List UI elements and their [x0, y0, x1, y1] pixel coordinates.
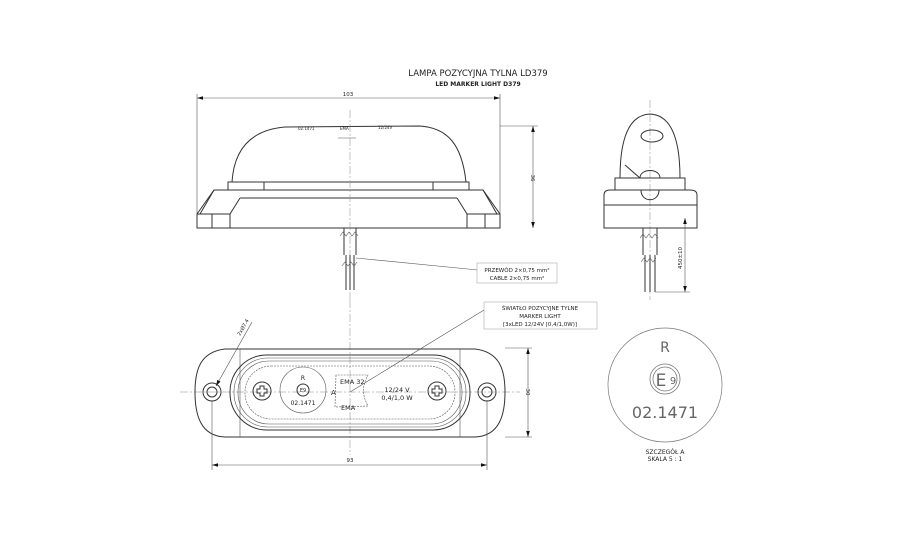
lamp-base: [196, 189, 501, 229]
lamp-outline: [194, 348, 506, 438]
hole-dim: 2xØ7.4: [236, 318, 251, 337]
drawing-title: LAMPA POZYCYJNA TYLNA LD379: [408, 69, 547, 79]
top-height-dim: 30: [524, 389, 530, 396]
detail-r: R: [660, 340, 670, 356]
lens-ema: EMA: [341, 404, 356, 412]
lens-approval: 02.1471: [291, 400, 316, 407]
side-view: 450±10: [603, 100, 698, 300]
front-width-dim: 103: [343, 92, 354, 98]
lens-mark: 12/24V: [378, 125, 393, 130]
drawing-subtitle: LED MARKER LIGHT D379: [435, 81, 520, 88]
top-view: R E9 02.1471 EMA 32 A EMA 12/24 V 0,4/1,…: [180, 300, 532, 470]
detail-scale: SKALA 5 : 1: [648, 456, 683, 463]
light-note-en: MARKER LIGHT: [519, 314, 561, 320]
light-note-spec: [3xLED 12/24V [0,4/1,0W)]: [503, 322, 577, 328]
light-note-pl: ŚWIATŁO POZYCYJNE TYLNE: [502, 305, 579, 312]
cable-length-dim: 450±10: [678, 246, 684, 269]
detail-a: R E 9 02.1471 SZCZEGÓŁ A SKALA 5 : 1: [607, 327, 723, 463]
top-width-dim: 93: [347, 458, 354, 464]
lens-e9: E9: [300, 388, 306, 394]
cable-leader: [355, 257, 479, 271]
lens-mark: EMA: [340, 126, 349, 131]
screw-left: [252, 381, 272, 401]
lens-voltage: 12/24 V: [384, 386, 410, 394]
lens-mark: 02.1471: [298, 126, 315, 131]
lens-power: 0,4/1,0 W: [381, 394, 413, 402]
lens-r: R: [301, 375, 305, 382]
cable-note-pl: PRZEWÓD 2×0,75 mm²: [484, 267, 549, 274]
detail-caption: SZCZEGÓŁ A: [646, 449, 686, 456]
front-height-dim: 36: [529, 175, 535, 182]
cable-note-en: CABLE 2×0,75 mm²: [490, 275, 545, 282]
detail-e: E: [656, 371, 667, 391]
cable: [339, 228, 359, 290]
detail-approval: 02.1471: [632, 403, 698, 422]
detail-a-marker: A: [331, 389, 336, 397]
screw-right: [427, 381, 447, 401]
lens-ema32: EMA 32: [340, 378, 365, 386]
light-note: ŚWIATŁO POZYCYJNE TYLNE MARKER LIGHT [3x…: [349, 301, 598, 393]
cable-note: PRZEWÓD 2×0,75 mm² CABLE 2×0,75 mm²: [476, 262, 558, 284]
lens-dome: [231, 125, 467, 183]
detail-e-number: 9: [670, 376, 676, 387]
front-view: 103 02.1471 EMA 12/24V 36: [196, 92, 538, 300]
